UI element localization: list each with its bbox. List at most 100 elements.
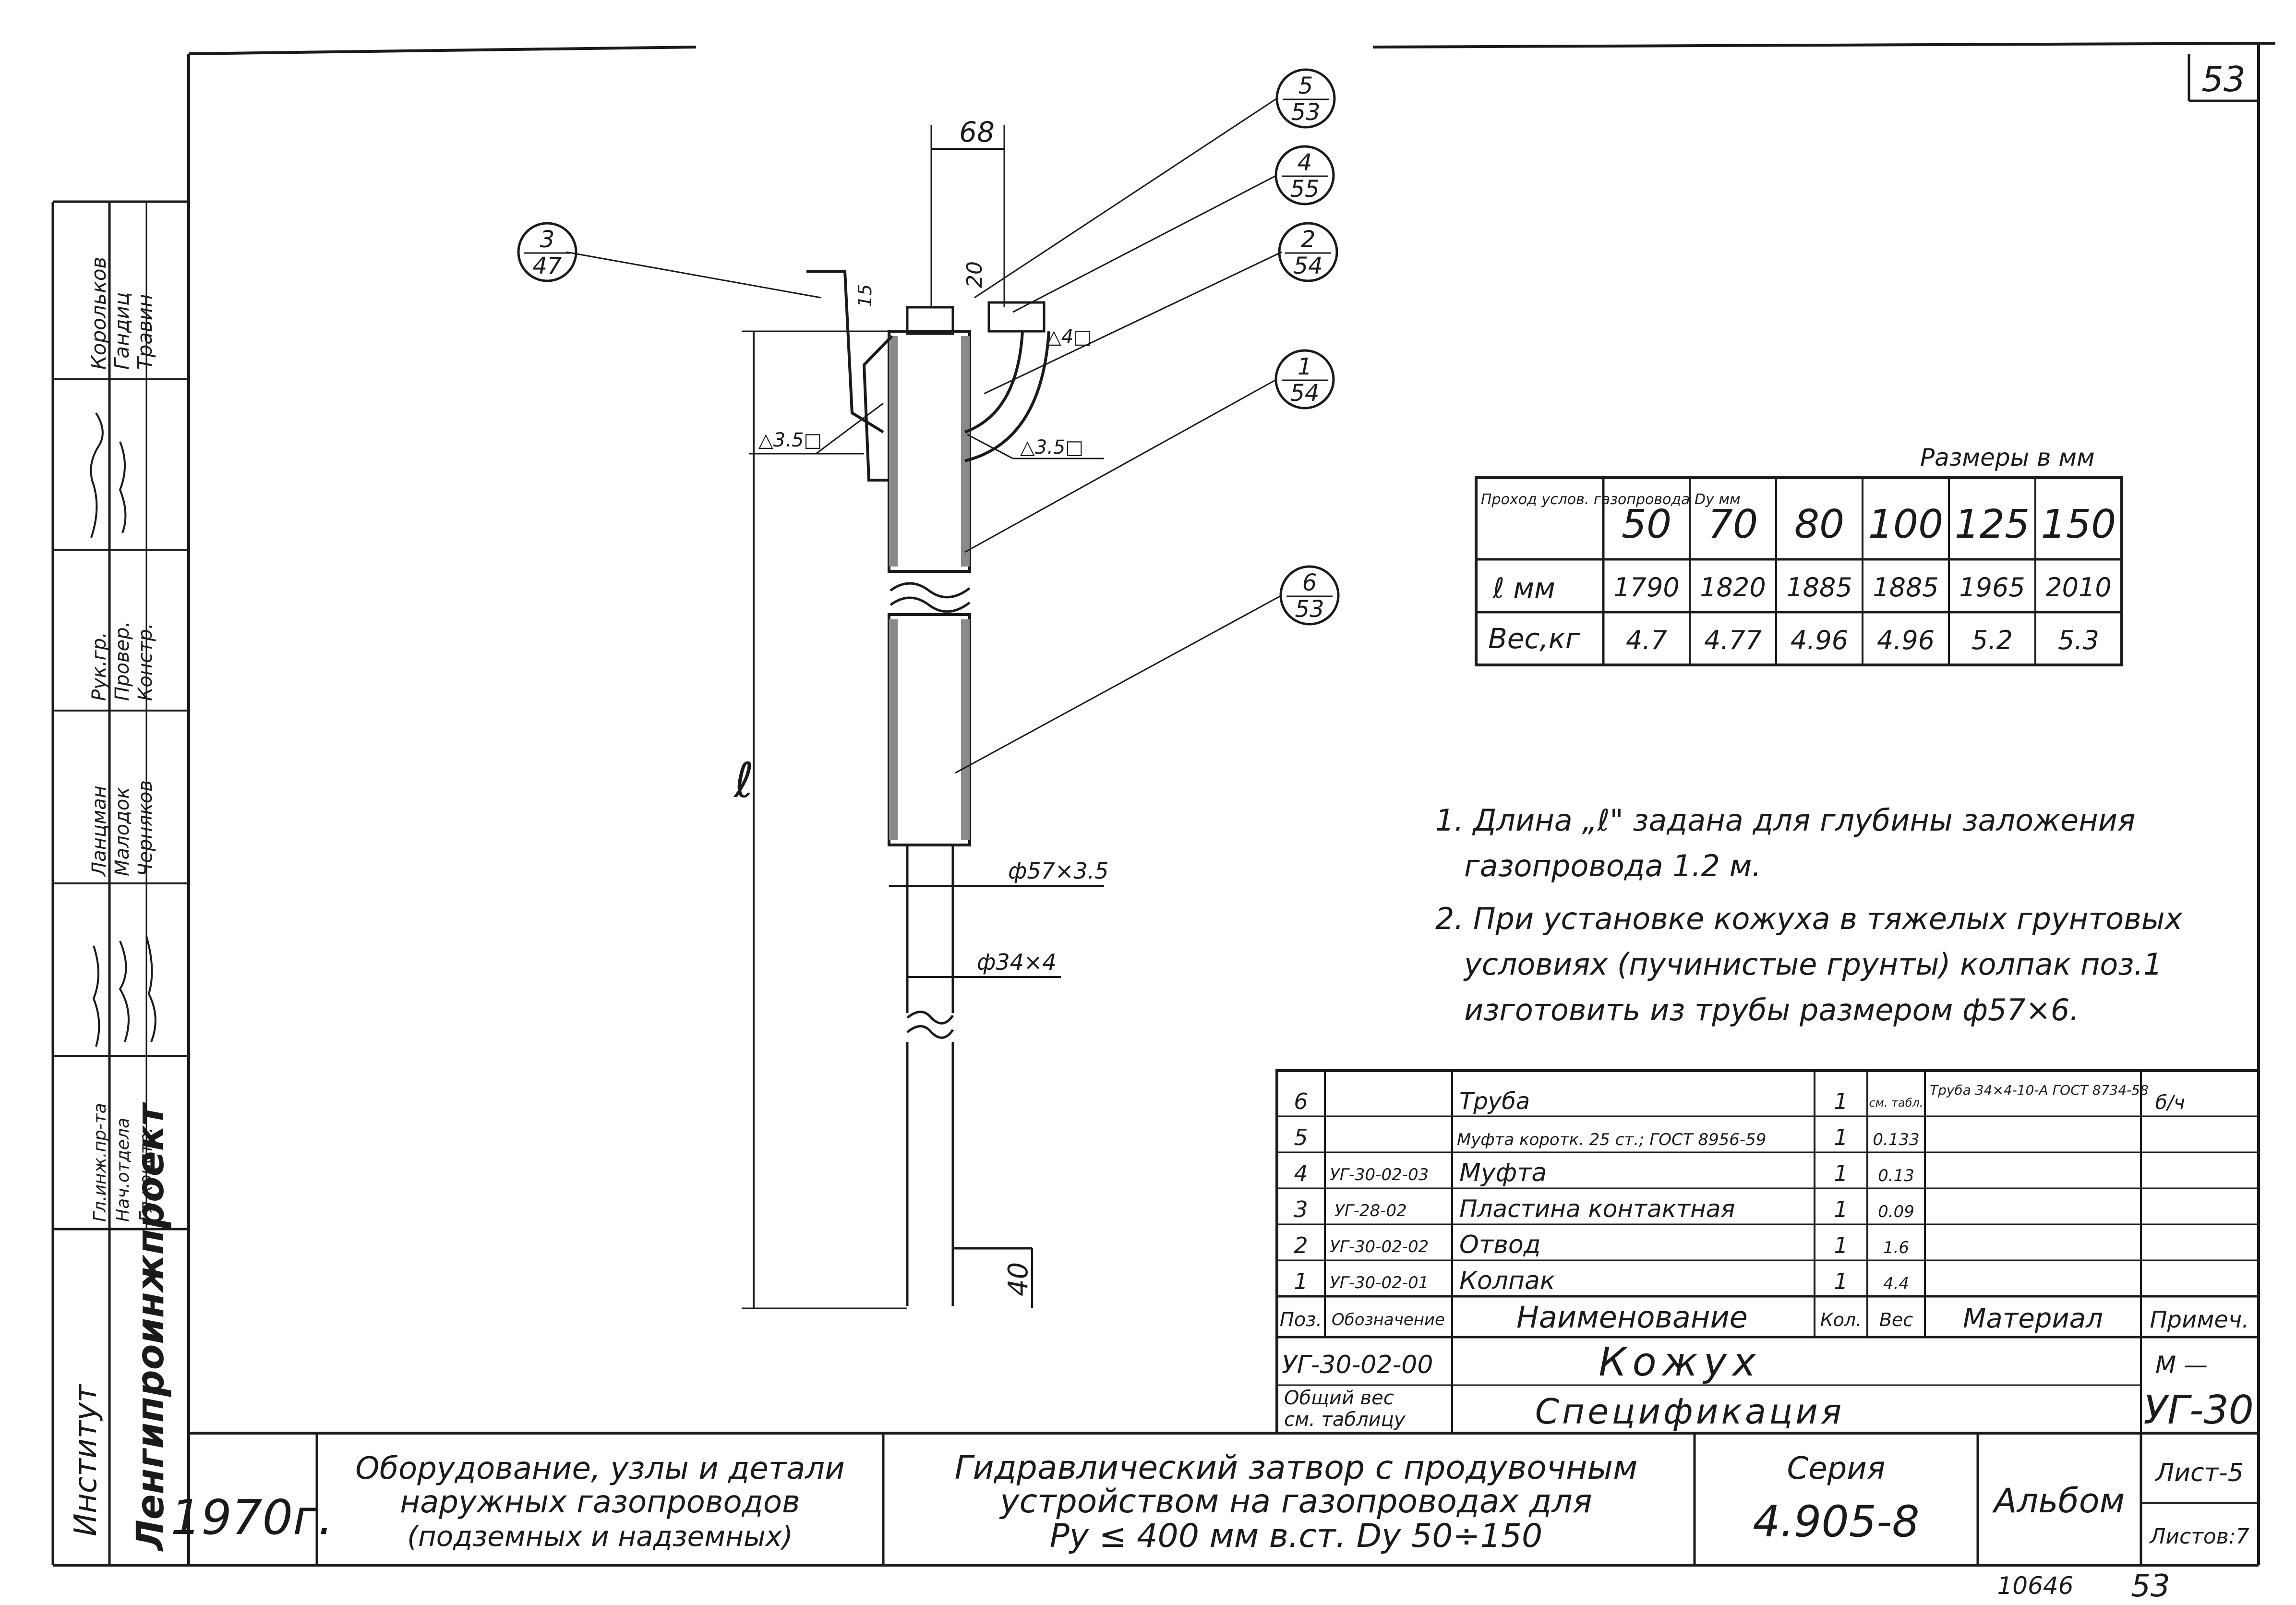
drawing-title-line1: Гидравлический затвор с продувочным [955, 1449, 1638, 1487]
size-table: Размеры в мм Проход услов. газопровода D… [1475, 444, 2123, 666]
spec-header-code: Обозначение [1332, 1310, 1445, 1329]
spec-weight: 0.13 [1878, 1166, 1914, 1185]
callout-pos: 5 [1298, 72, 1313, 99]
spec-header-name: Наименование [1516, 1300, 1748, 1335]
role-chief-designer: Гл.констр. [136, 1127, 156, 1222]
row-label: Вес,кг [1488, 622, 1580, 655]
cell: 1820 [1700, 572, 1766, 603]
sheets-label: Листов:7 [2149, 1524, 2249, 1549]
spec-weight: 0.133 [1873, 1130, 1919, 1149]
cell: 2010 [2045, 572, 2111, 603]
dim-15: 15 [854, 284, 876, 307]
album-desc-line1: Оборудование, узлы и детали [355, 1451, 845, 1486]
spec-code: УГ-30-02-03 [1330, 1165, 1429, 1184]
callout-balloon: 4 55 [1274, 145, 1335, 205]
weld-left: △3.5□ [758, 429, 822, 451]
spec-header-note: Примеч. [2150, 1306, 2249, 1333]
spec-code: УГ-28-02 [1334, 1201, 1407, 1220]
sheet-label: Лист-5 [2154, 1459, 2244, 1487]
spec-qty: 1 [1834, 1160, 1848, 1186]
spec-header-qty: Кол. [1820, 1309, 1862, 1330]
total-weight-line1: Общий вес [1284, 1387, 1394, 1409]
name-malodok: Малодок [111, 787, 133, 876]
role-department-head: Нач.отдела [113, 1118, 133, 1222]
drawing-title-line3: Ру ≤ 400 мм в.ст. Dy 50÷150 [1050, 1517, 1543, 1555]
col-dy: 80 [1794, 502, 1844, 547]
institute-name: Ленгипроинжпроект [129, 1102, 172, 1552]
dim-68: 68 [959, 116, 995, 148]
note-line: 2. При установке кожуха в тяжелых грунто… [1435, 901, 2183, 936]
spec-doc-title: Спецификация [1535, 1391, 1845, 1432]
dim-40: 40 [1003, 1262, 1034, 1296]
spec-pos: 2 [1294, 1232, 1308, 1258]
weld-top: △4□ [1046, 326, 1092, 348]
spec-doc-code: УГ-30 [2143, 1388, 2254, 1433]
role-designer: Констр. [134, 623, 156, 701]
callout-sheet: 54 [1290, 380, 1319, 407]
spec-name: Муфта коротк. 25 ст.; ГОСТ 8956-59 [1457, 1130, 1766, 1149]
page-number: 53 [2131, 1569, 2170, 1604]
role-group-head: Рук.гр. [88, 632, 110, 701]
dim-pipe-outer: ф57×3.5 [1008, 858, 1109, 884]
size-table-header-label: Проход услов. газопровода Dy мм [1481, 491, 1741, 508]
assembly-code: УГ-30-02-00 [1282, 1351, 1433, 1379]
spec-qty: 1 [1834, 1268, 1848, 1294]
cell: 4.96 [1877, 625, 1935, 655]
name-korolkov: Корольков [87, 257, 110, 370]
spec-pos: 4 [1294, 1160, 1308, 1186]
signature [90, 412, 127, 538]
drawing-title-line2: устройством на газопроводах для [999, 1483, 1592, 1521]
spec-name: Отвод [1459, 1231, 1541, 1259]
dim-pipe-inner: ф34×4 [977, 949, 1057, 975]
note-line: условиях (пучинистые грунты) колпак поз.… [1463, 947, 2162, 982]
callout-pos: 4 [1298, 149, 1312, 176]
spec-weight: 0.09 [1878, 1202, 1914, 1221]
callout-balloon: 6 53 [1279, 565, 1340, 626]
size-table-caption: Размеры в мм [1920, 444, 2095, 471]
dim-20: 20 [962, 261, 987, 288]
spec-name: Муфта [1459, 1158, 1547, 1187]
cell: 4.7 [1626, 625, 1667, 655]
col-dy: 70 [1708, 502, 1758, 547]
role-chief-engineer: Гл.инж.пр-та [90, 1103, 110, 1222]
spec-code: УГ-30-02-01 [1330, 1273, 1429, 1292]
col-dy: 100 [1868, 502, 1944, 547]
spec-qty: 1 [1834, 1232, 1848, 1258]
album-desc-line3: (подземных и надземных) [407, 1520, 793, 1553]
callout-pos: 2 [1301, 226, 1316, 253]
spec-qty: 1 [1834, 1124, 1848, 1150]
pipe-drawing [806, 270, 1050, 1306]
series-value: 4.905-8 [1753, 1496, 1919, 1547]
callout-sheet: 47 [532, 253, 562, 279]
cell: 1965 [1959, 572, 2025, 603]
callout-balloon: 2 54 [1278, 222, 1338, 282]
callout-balloon: 5 53 [1275, 68, 1336, 129]
spec-pos: 3 [1294, 1196, 1308, 1222]
row-label: ℓ мм [1492, 572, 1555, 604]
spec-pos: 6 [1294, 1088, 1308, 1114]
callout-pos: 3 [540, 226, 555, 253]
weld-right: △3.5□ [1020, 436, 1083, 459]
cell: 1885 [1786, 572, 1852, 603]
name-ganditz: Гандиц [110, 292, 133, 370]
note-line: 1. Длина „ℓ" задана для глубины заложени… [1435, 803, 2135, 838]
callout-sheet: 54 [1293, 253, 1322, 279]
callout-balloon: 1 54 [1274, 349, 1335, 410]
bottom-stamp: 1970г. Оборудование, узлы и детали наруж… [171, 1432, 2259, 1565]
col-dy: 50 [1622, 502, 1671, 547]
sheet-number: 53 [2201, 59, 2246, 99]
callout-sheet: 53 [1295, 596, 1324, 623]
cell: 4.96 [1791, 625, 1848, 655]
note-line: газопровода 1.2 м. [1464, 848, 1761, 883]
callout-sheet: 55 [1290, 176, 1319, 203]
signature [92, 936, 156, 1047]
cell: 5.2 [1971, 625, 2013, 655]
role-checker: Провер. [111, 621, 133, 701]
callout-sheet: 53 [1291, 99, 1320, 126]
album-desc-line2: наружных газопроводов [400, 1484, 800, 1520]
album-label: Альбом [1992, 1481, 2125, 1521]
name-chernyakov: Черняков [134, 780, 156, 876]
spec-table: 6 Труба 1 см. табл. Труба 34×4-10-А ГОСТ… [1275, 1069, 2260, 1435]
spec-header-weight: Вес [1879, 1309, 1913, 1330]
